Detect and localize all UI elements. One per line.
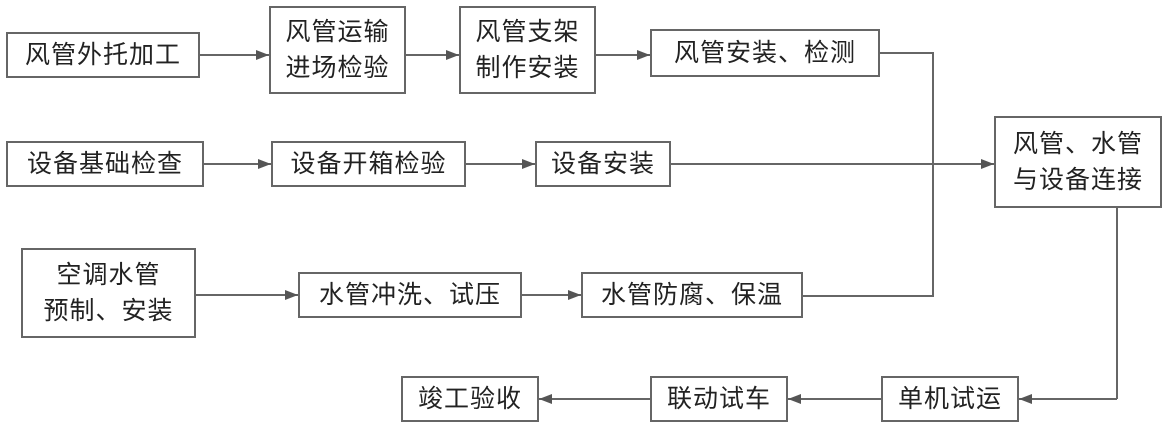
node-single-machine-trial: 单机试运	[881, 376, 1019, 422]
arrow-row2-a-head	[258, 159, 271, 169]
node-label: 水管冲洗、试压	[318, 280, 501, 309]
node-pipe-flushing-pressure-test: 水管冲洗、试压	[298, 272, 522, 318]
node-completion-acceptance: 竣工验收	[401, 376, 539, 422]
node-equipment-foundation-check: 设备基础检查	[6, 141, 204, 187]
node-equipment-installation: 设备安装	[535, 141, 671, 187]
node-duct-transport-inspection: 风管运输 进场检验	[269, 6, 406, 94]
node-label: 水管防腐、保温	[600, 280, 783, 309]
node-label: 风管外托加工	[24, 40, 181, 69]
arrow-row1-c-head	[637, 50, 650, 60]
arrow-row2-b-head	[522, 159, 535, 169]
node-label: 风管、水管 与设备连接	[1012, 129, 1143, 194]
node-label: 单机试运	[897, 384, 1002, 413]
node-label: 设备开箱检验	[290, 149, 447, 178]
arrow-row1-b-head	[446, 50, 459, 60]
node-duct-installation-testing: 风管安装、检测	[650, 29, 880, 77]
node-linkage-trial-run: 联动试车	[650, 376, 788, 422]
node-label: 设备基础检查	[26, 149, 183, 178]
arrow-to-single-trial-head	[1019, 394, 1032, 404]
node-equipment-unpacking-inspection: 设备开箱检验	[271, 141, 466, 187]
node-label: 风管支架 制作安装	[475, 17, 580, 82]
node-label: 联动试车	[666, 384, 771, 413]
node-duct-support-fabrication: 风管支架 制作安装	[459, 6, 596, 94]
node-label: 风管安装、检测	[673, 38, 856, 67]
connector-collector	[803, 52, 934, 297]
node-label: 设备安装	[550, 149, 655, 178]
node-pipe-anticorrosion-insulation: 水管防腐、保温	[581, 272, 803, 318]
arrow-bottom-b-head	[539, 394, 552, 404]
arrow-row3-b-head	[568, 290, 581, 300]
node-label: 竣工验收	[417, 384, 522, 413]
node-label: 风管运输 进场检验	[285, 17, 390, 82]
node-duct-pipe-equipment-connection: 风管、水管 与设备连接	[994, 116, 1162, 208]
node-duct-outsourced-processing: 风管外托加工	[6, 32, 200, 78]
arrow-row1-a-head	[256, 50, 269, 60]
node-label: 空调水管 预制、安装	[43, 260, 174, 325]
node-ac-pipe-prefabrication: 空调水管 预制、安装	[21, 248, 196, 338]
arrow-row2-c-head	[981, 159, 994, 169]
arrow-bottom-a-head	[788, 394, 801, 404]
arrow-row3-a-head	[285, 290, 298, 300]
